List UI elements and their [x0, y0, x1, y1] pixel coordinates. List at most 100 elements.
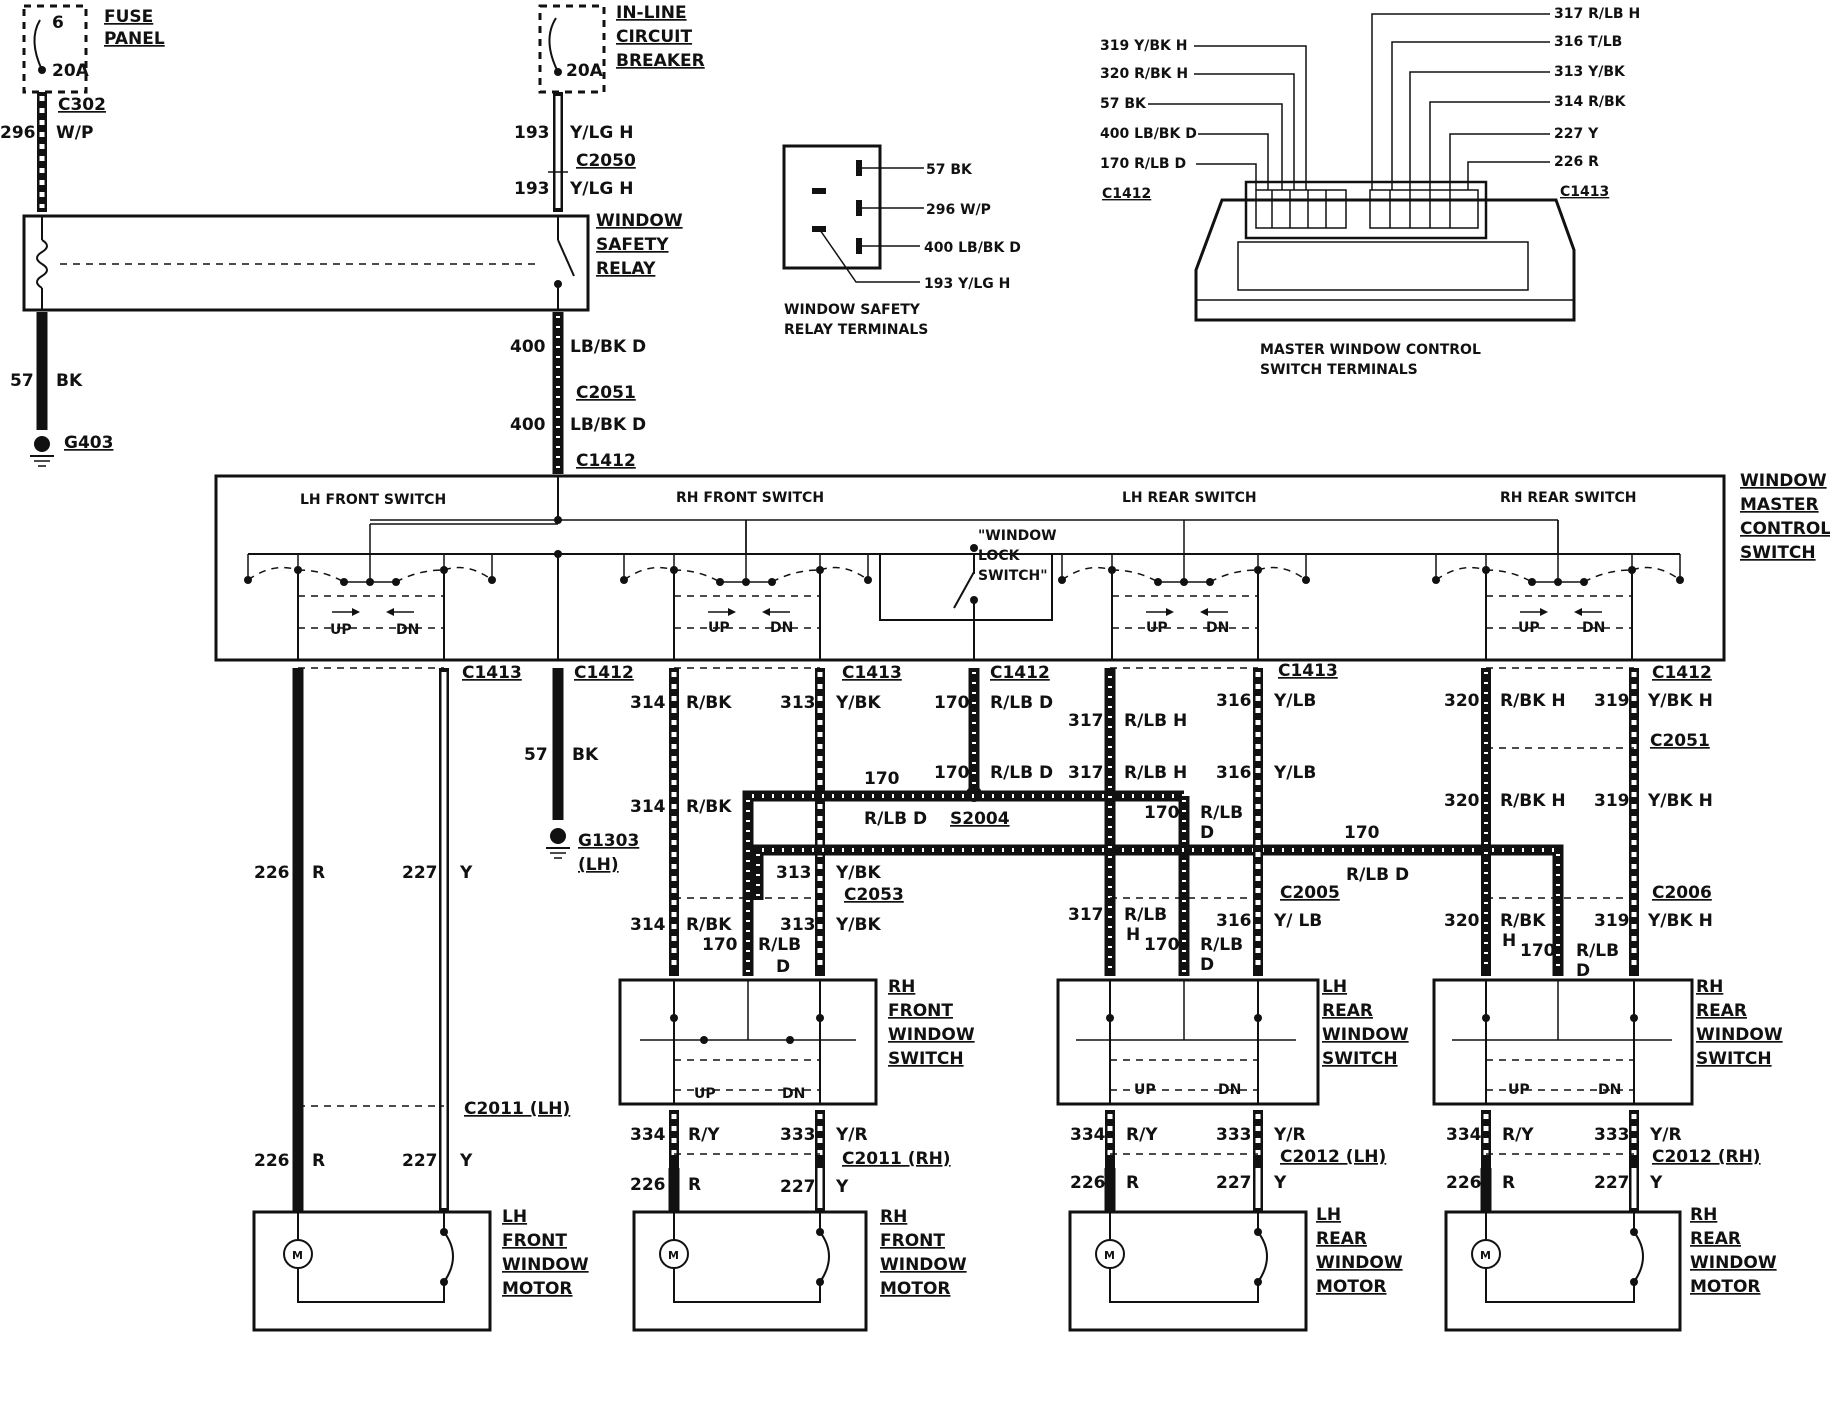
- breaker-label-2: CIRCUIT: [616, 27, 692, 47]
- w317-c: 317: [1068, 905, 1104, 925]
- wire-296-num: 296: [0, 123, 36, 143]
- fuse-panel: 6 20A FUSE PANEL: [22, 4, 165, 94]
- relay-terminals-diagram: 57 BK 296 W/P 400 LB/BK D 193 Y/LG H WIN…: [782, 144, 1021, 338]
- y-rhr: Y: [1649, 1173, 1663, 1193]
- c1413-rhf: C1413: [842, 663, 902, 683]
- wire-57-num-a: 57: [10, 371, 34, 391]
- w170-a: 170: [934, 693, 970, 713]
- master-pin-227: 227 Y: [1554, 126, 1599, 142]
- w316-c: 316: [1216, 911, 1252, 931]
- relay-label-2: SAFETY: [596, 235, 669, 255]
- window-lock-label-3: SWITCH": [978, 568, 1048, 584]
- lhrws-label-4: SWITCH: [1322, 1049, 1398, 1069]
- fuse-panel-label-2: PANEL: [104, 29, 165, 49]
- w314-c: 314: [630, 915, 666, 935]
- dn-rhfws: DN: [782, 1086, 805, 1102]
- c302-label: C302: [58, 95, 106, 115]
- w170-lhr-b: 170: [1144, 935, 1180, 955]
- wire-193-color-a: Y/LG H: [569, 123, 633, 143]
- lhfm-label-4: MOTOR: [502, 1279, 573, 1299]
- lh-front-switch-label: LH FRONT SWITCH: [300, 492, 446, 508]
- yr-rhf: Y/R: [835, 1125, 868, 1145]
- relay-terminals-label-1: WINDOW SAFETY: [784, 302, 921, 318]
- lhfm-label-2: FRONT: [502, 1231, 567, 1251]
- rhfws-label-1: RH: [888, 977, 915, 997]
- lhrws-label-1: LH: [1322, 977, 1347, 997]
- dn-label-rhr: DN: [1582, 620, 1605, 636]
- master-switch-label-4: SWITCH: [1740, 543, 1816, 563]
- c2006-label: C2006: [1652, 883, 1712, 903]
- rh-rear-switch-label: RH REAR SWITCH: [1500, 490, 1636, 506]
- yr-lhr: Y/R: [1273, 1125, 1306, 1145]
- rlbd-a: R/LB D: [990, 693, 1053, 713]
- lhrm-label-3: WINDOW: [1316, 1253, 1403, 1273]
- fuse-number: 6: [52, 13, 64, 33]
- c2051-label-top: C2051: [576, 383, 636, 403]
- rh-front-switch-label: RH FRONT SWITCH: [676, 490, 824, 506]
- lh-rear-switch-label: LH REAR SWITCH: [1122, 490, 1257, 506]
- ylb-a: Y/LB: [1273, 691, 1316, 711]
- c2012-rh: C2012 (RH): [1652, 1147, 1761, 1167]
- r-lhf-a: R: [312, 863, 325, 883]
- w334-lhr: 334: [1070, 1125, 1106, 1145]
- w226-lhf-a: 226: [254, 863, 290, 883]
- rlb-lhr-c: R/LB: [1200, 935, 1243, 955]
- ybk-b: Y/BK: [835, 863, 881, 883]
- master-switch-label-3: CONTROL: [1740, 519, 1830, 539]
- rlbd-b: R/LB D: [990, 763, 1053, 783]
- w334-rhf: 334: [630, 1125, 666, 1145]
- breaker-label-3: BREAKER: [616, 51, 705, 71]
- wire-193-num-b: 193: [514, 179, 550, 199]
- w170-d: 170: [1344, 823, 1380, 843]
- window-safety-relay: WINDOW SAFETY RELAY: [22, 211, 683, 312]
- r-rhf: R: [688, 1175, 701, 1195]
- master-pin-170: 170 R/LB D: [1100, 156, 1186, 172]
- w227-lhr: 227: [1216, 1173, 1252, 1193]
- relay-pin-193: 193 Y/LG H: [924, 276, 1010, 292]
- rbk-rhr: R/BK: [1500, 911, 1546, 931]
- ylb-b: Y/LB: [1273, 763, 1316, 783]
- breaker-amp: 20A: [566, 61, 604, 81]
- w334-rhr: 334: [1446, 1125, 1482, 1145]
- rhfws-label-3: WINDOW: [888, 1025, 975, 1045]
- yr-rhr: Y/R: [1649, 1125, 1682, 1145]
- rh-front-window-switch: UP DN RH FRONT WINDOW SWITCH: [618, 977, 975, 1106]
- w170-rhf: 170: [702, 935, 738, 955]
- w227-lhf-b: 227: [402, 1151, 438, 1171]
- lhrm-label-1: LH: [1316, 1205, 1341, 1225]
- y-lhf-a: Y: [459, 863, 473, 883]
- w314-a: 314: [630, 693, 666, 713]
- w170-lhr: 170: [1144, 803, 1180, 823]
- c2011-lh: C2011 (LH): [464, 1099, 570, 1119]
- master-pin-320: 320 R/BK H: [1100, 66, 1188, 82]
- w313-b: 313: [776, 863, 812, 883]
- lhfm-label-3: WINDOW: [502, 1255, 589, 1275]
- c1412-rhr: C1412: [1652, 663, 1712, 683]
- master-pin-57: 57 BK: [1100, 96, 1147, 112]
- ry-rhr: R/Y: [1502, 1125, 1534, 1145]
- ylb-c: Y/ LB: [1273, 911, 1322, 931]
- w226-rhf: 226: [630, 1175, 666, 1195]
- master-pin-400: 400 LB/BK D: [1100, 126, 1197, 142]
- master-switch-label-2: MASTER: [1740, 495, 1819, 515]
- lhrws-label-3: WINDOW: [1322, 1025, 1409, 1045]
- dn-label-lhf: DN: [396, 622, 419, 638]
- w319-a: 319: [1594, 691, 1630, 711]
- rbkh-a: R/BK H: [1500, 691, 1566, 711]
- master-switch-terminals-diagram: 319 Y/BK H 320 R/BK H 57 BK 400 LB/BK D …: [1100, 6, 1640, 378]
- wire-296-color: W/P: [56, 123, 93, 143]
- rh-rear-window-switch: UP DN RH REAR WINDOW SWITCH: [1432, 977, 1783, 1106]
- ground-g403-icon: [34, 436, 50, 452]
- rhrws-label-2: REAR: [1696, 1001, 1747, 1021]
- up-label-rhf: UP: [708, 620, 730, 636]
- relay-pin-57bk: 57 BK: [926, 162, 973, 178]
- w170-b: 170: [934, 763, 970, 783]
- window-lock-label-1: "WINDOW: [978, 528, 1057, 544]
- motor-m-lhf: M: [292, 1249, 303, 1262]
- rhfws-label-2: FRONT: [888, 1001, 953, 1021]
- up-label-lhr: UP: [1146, 620, 1168, 636]
- up-rhrws: UP: [1508, 1082, 1530, 1098]
- d-lhr-a: D: [1200, 823, 1214, 843]
- wire-400-color-b: LB/BK D: [570, 415, 646, 435]
- c1413-lhr: C1413: [1278, 661, 1338, 681]
